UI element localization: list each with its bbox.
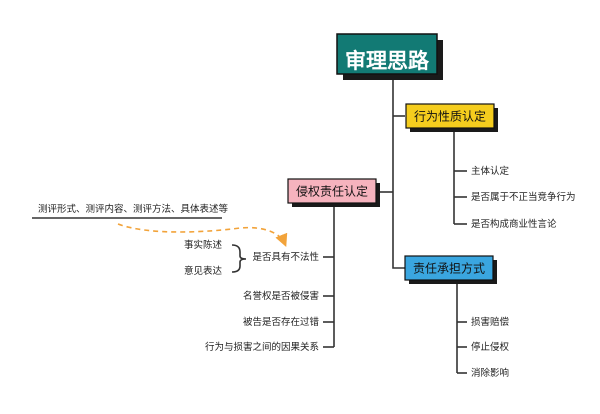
sub-items-brace bbox=[231, 244, 247, 273]
nature-label: 行为性质认定 bbox=[414, 109, 486, 124]
tort-sub-item: 事实陈述 bbox=[184, 239, 223, 251]
liability-node[interactable]: 责任承担方式 bbox=[404, 255, 497, 284]
liability-item: 损害赔偿 bbox=[471, 316, 510, 328]
annotation-text: 测评形式、测评内容、测评方法、具体表述等 bbox=[38, 203, 229, 215]
nature-item: 是否构成商业性言论 bbox=[471, 218, 557, 230]
root-trunk-line bbox=[392, 78, 405, 269]
root-node[interactable]: 审理思路 bbox=[336, 33, 443, 80]
liability-label: 责任承担方式 bbox=[413, 261, 485, 276]
liability-item: 停止侵权 bbox=[471, 341, 510, 353]
tort-item: 被告是否存在过错 bbox=[243, 316, 320, 328]
nature-item: 主体认定 bbox=[471, 165, 510, 177]
connector-lines bbox=[32, 78, 467, 374]
tort-sub-item: 意见表达 bbox=[184, 265, 223, 277]
liability-item: 消除影响 bbox=[471, 367, 509, 379]
root-label: 审理思路 bbox=[345, 49, 430, 73]
tort-item: 行为与损害之间的因果关系 bbox=[205, 341, 319, 353]
tort-item: 是否具有不法性 bbox=[252, 251, 319, 263]
annotation-arrow bbox=[117, 223, 288, 247]
nature-item: 是否属于不正当竞争行为 bbox=[471, 191, 576, 203]
tort-item: 名誉权是否被侵害 bbox=[243, 290, 319, 302]
tort-label: 侵权责任认定 bbox=[296, 184, 368, 199]
nature-node[interactable]: 行为性质认定 bbox=[405, 103, 498, 132]
tort-node[interactable]: 侵权责任认定 bbox=[287, 178, 380, 207]
